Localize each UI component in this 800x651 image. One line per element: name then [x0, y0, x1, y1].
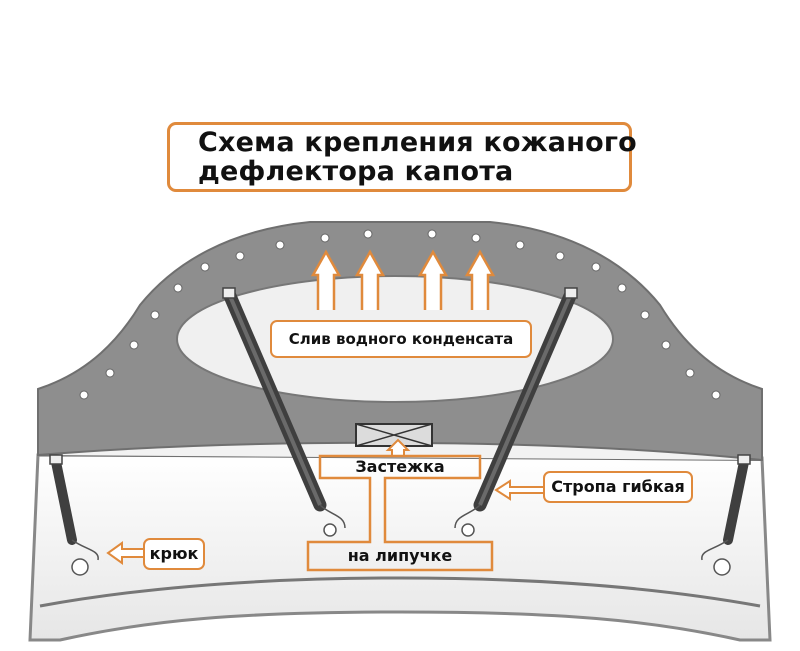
label-velcro: на липучке [347, 546, 453, 565]
diagram-title-line-2: дефлектора капота [198, 156, 514, 187]
label-clasp: Застежка [355, 457, 445, 476]
strap-pointer-arrow [494, 479, 545, 501]
side-strap-left [49, 454, 99, 576]
vent-holes [79, 229, 721, 400]
velcro-connector [306, 454, 494, 572]
clasp-element [355, 423, 433, 447]
label-strap: Стропа гибкая [543, 471, 693, 503]
drain-arrows [310, 249, 496, 310]
hood-bottom-edge [39, 576, 761, 608]
hook-pointer-arrow [106, 541, 145, 565]
clasp-arrow [385, 438, 411, 456]
side-strap-right [701, 454, 751, 576]
diagram-title-line-1: Схема крепления кожаного [198, 127, 637, 158]
label-hook: крюк [143, 538, 205, 570]
diagram-title-box: Схема крепления кожаного дефлектора капо… [167, 122, 637, 192]
strap-right [454, 287, 578, 537]
label-drain: Слив водного конденсата [270, 320, 532, 358]
strap-left [222, 287, 346, 537]
